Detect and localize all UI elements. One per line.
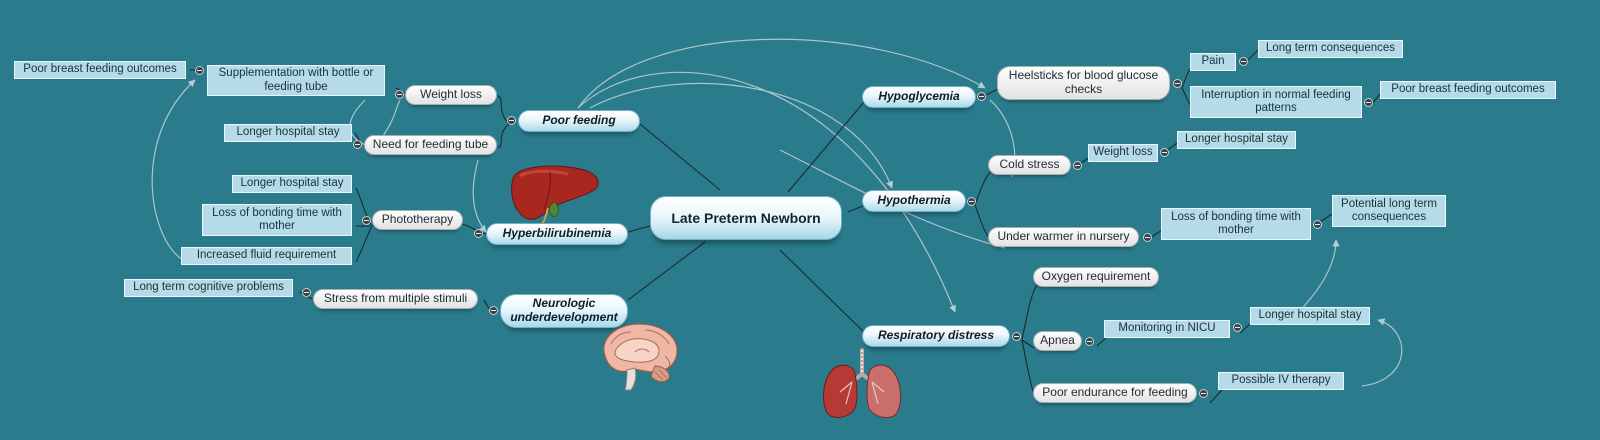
node-under-warmer[interactable]: Under warmer in nursery bbox=[988, 227, 1139, 247]
node-weight-loss[interactable]: Weight loss bbox=[405, 85, 497, 105]
node-longer-hospital-stay[interactable]: Longer hospital stay bbox=[232, 175, 352, 193]
node-longer-hospital-stay[interactable]: Longer hospital stay bbox=[1177, 131, 1296, 149]
node-heelsticks[interactable]: Heelsticks for blood glucose checks bbox=[997, 66, 1170, 100]
topic-respiratory-distress[interactable]: Respiratory distress bbox=[862, 325, 1010, 347]
collapse-toggle-icon[interactable] bbox=[507, 116, 516, 125]
node-oxygen-requirement[interactable]: Oxygen requirement bbox=[1033, 267, 1159, 287]
node-loss-of-bonding[interactable]: Loss of bonding time with mother bbox=[1161, 208, 1311, 240]
node-supplementation[interactable]: Supplementation with bottle or feeding t… bbox=[207, 65, 385, 96]
collapse-toggle-icon[interactable] bbox=[302, 288, 311, 297]
liver-icon bbox=[511, 165, 599, 224]
collapse-toggle-icon[interactable] bbox=[1143, 233, 1152, 242]
node-poor-breast-feeding-outcomes[interactable]: Poor breast feeding outcomes bbox=[14, 61, 186, 79]
collapse-toggle-icon[interactable] bbox=[1239, 57, 1248, 66]
lungs-icon bbox=[823, 348, 901, 418]
collapse-toggle-icon[interactable] bbox=[977, 92, 986, 101]
node-apnea[interactable]: Apnea bbox=[1033, 331, 1082, 351]
node-longer-hospital-stay[interactable]: Longer hospital stay bbox=[224, 124, 352, 142]
node-need-for-feeding-tube[interactable]: Need for feeding tube bbox=[364, 135, 497, 155]
collapse-toggle-icon[interactable] bbox=[1364, 98, 1373, 107]
relationship-arrow bbox=[472, 159, 487, 233]
collapse-toggle-icon[interactable] bbox=[1233, 323, 1242, 332]
collapse-toggle-icon[interactable] bbox=[967, 197, 976, 206]
collapse-toggle-icon[interactable] bbox=[1199, 389, 1208, 398]
node-poor-endurance[interactable]: Poor endurance for feeding bbox=[1033, 383, 1197, 403]
node-potential-long-term[interactable]: Potential long term consequences bbox=[1332, 195, 1446, 227]
relationship-arrow bbox=[577, 38, 986, 109]
relationship-arrow bbox=[1361, 318, 1403, 387]
node-loss-of-bonding[interactable]: Loss of bonding time with mother bbox=[202, 204, 352, 236]
node-interruption-feeding[interactable]: Interruption in normal feeding patterns bbox=[1190, 86, 1362, 118]
node-weight-loss[interactable]: Weight loss bbox=[1088, 144, 1158, 162]
node-monitoring-nicu[interactable]: Monitoring in NICU bbox=[1104, 320, 1230, 338]
relationship-arrow bbox=[379, 99, 401, 141]
collapse-toggle-icon[interactable] bbox=[362, 216, 371, 225]
node-increased-fluid[interactable]: Increased fluid requirement bbox=[181, 247, 352, 265]
brain-icon bbox=[603, 323, 678, 391]
collapse-toggle-icon[interactable] bbox=[1313, 220, 1322, 229]
relationship-arrow bbox=[577, 71, 956, 313]
relationship-arrow bbox=[589, 82, 893, 189]
topic-hypoglycemia[interactable]: Hypoglycemia bbox=[862, 86, 976, 108]
collapse-toggle-icon[interactable] bbox=[395, 90, 404, 99]
collapse-toggle-icon[interactable] bbox=[1012, 332, 1021, 341]
central-topic[interactable]: Late Preterm Newborn bbox=[650, 196, 842, 240]
collapse-toggle-icon[interactable] bbox=[489, 306, 498, 315]
node-cold-stress[interactable]: Cold stress bbox=[988, 155, 1071, 175]
node-stress-multiple-stimuli[interactable]: Stress from multiple stimuli bbox=[313, 289, 478, 309]
collapse-toggle-icon[interactable] bbox=[1160, 148, 1169, 157]
topic-neurologic-underdevelopment[interactable]: Neurologic underdevelopment bbox=[500, 294, 628, 328]
collapse-toggle-icon[interactable] bbox=[195, 66, 204, 75]
collapse-toggle-icon[interactable] bbox=[353, 140, 362, 149]
branch-lines bbox=[190, 49, 1381, 404]
topic-hyperbilirubinemia[interactable]: Hyperbilirubinemia bbox=[486, 223, 628, 245]
relationship-arrow bbox=[151, 79, 196, 261]
node-long-term-cognitive[interactable]: Long term cognitive problems bbox=[124, 279, 293, 297]
node-long-term-consequences[interactable]: Long term consequences bbox=[1258, 40, 1403, 58]
node-pain[interactable]: Pain bbox=[1190, 53, 1236, 71]
node-longer-hospital-stay[interactable]: Longer hospital stay bbox=[1250, 307, 1370, 325]
topic-hypothermia[interactable]: Hypothermia bbox=[862, 190, 966, 212]
topic-poor-feeding[interactable]: Poor feeding bbox=[518, 110, 640, 132]
node-phototherapy[interactable]: Phototherapy bbox=[372, 210, 463, 230]
collapse-toggle-icon[interactable] bbox=[1085, 337, 1094, 346]
relationship-arrow bbox=[1295, 239, 1340, 316]
collapse-toggle-icon[interactable] bbox=[1173, 79, 1182, 88]
collapse-toggle-icon[interactable] bbox=[474, 229, 483, 238]
node-poor-breast-feeding-outcomes[interactable]: Poor breast feeding outcomes bbox=[1380, 81, 1556, 99]
node-possible-iv-therapy[interactable]: Possible IV therapy bbox=[1218, 372, 1344, 390]
collapse-toggle-icon[interactable] bbox=[1073, 161, 1082, 170]
